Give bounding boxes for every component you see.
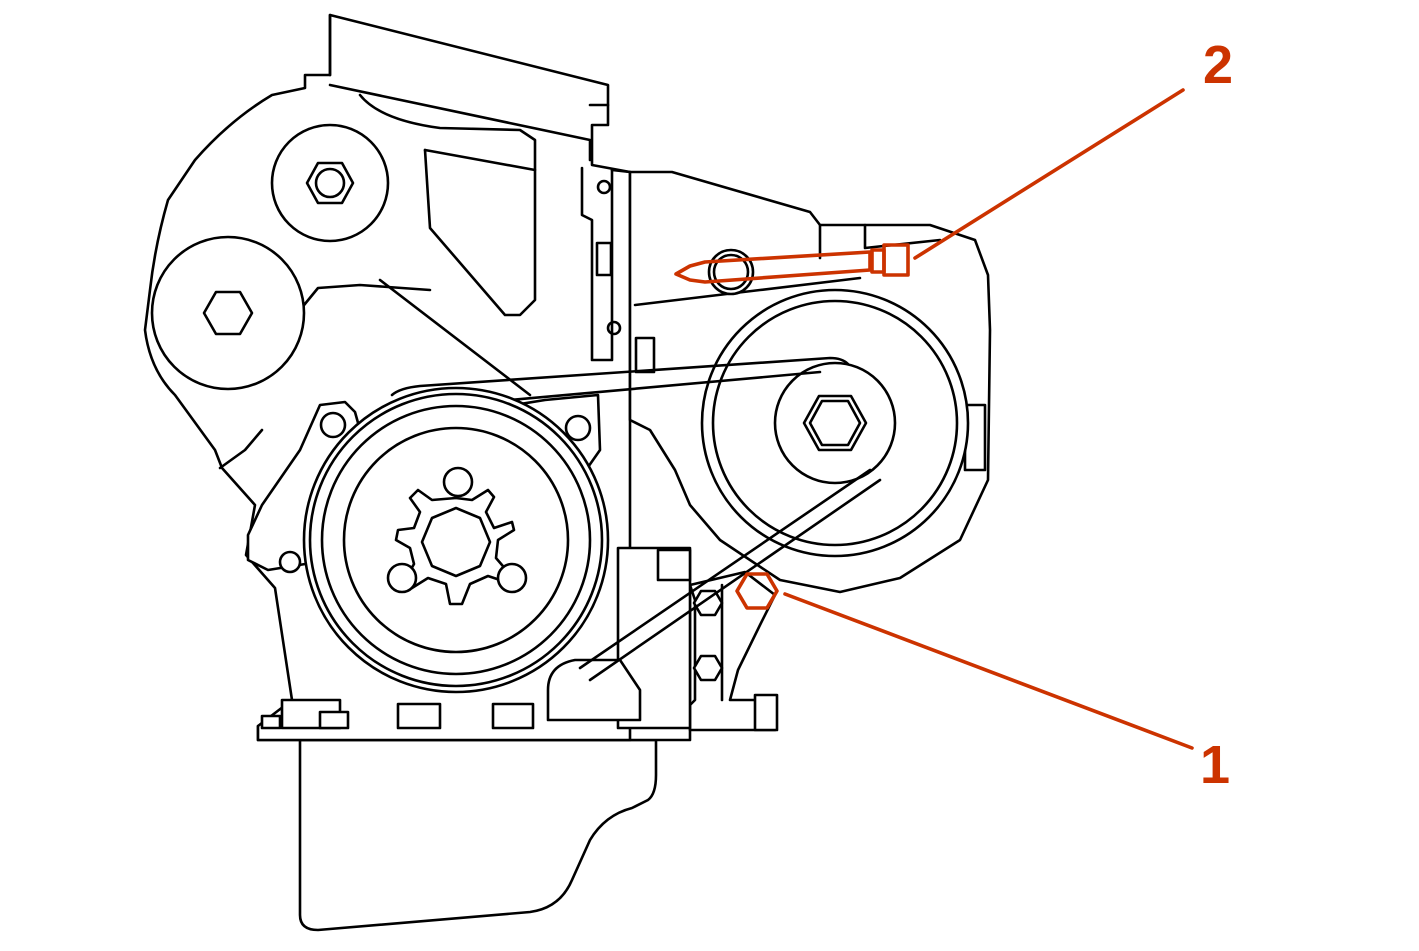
oil-pan	[256, 724, 692, 932]
tensioner-arm	[688, 570, 779, 732]
callout-2-leader	[913, 88, 1185, 260]
lower-left-pulley	[150, 235, 306, 391]
callout-1-label: 1	[1200, 735, 1231, 795]
alternator-pulley	[700, 288, 970, 558]
callout-2-label: 2	[1203, 35, 1234, 95]
drive-belt	[390, 356, 882, 682]
upper-pulley	[270, 123, 390, 243]
tensioner-pivot-bolt	[735, 572, 779, 610]
lower-block-details	[260, 546, 692, 730]
adjuster-bolt	[674, 243, 910, 284]
callout-1-leader	[783, 592, 1194, 750]
idler-bolt	[707, 248, 755, 296]
crankshaft-pulley	[302, 386, 610, 694]
